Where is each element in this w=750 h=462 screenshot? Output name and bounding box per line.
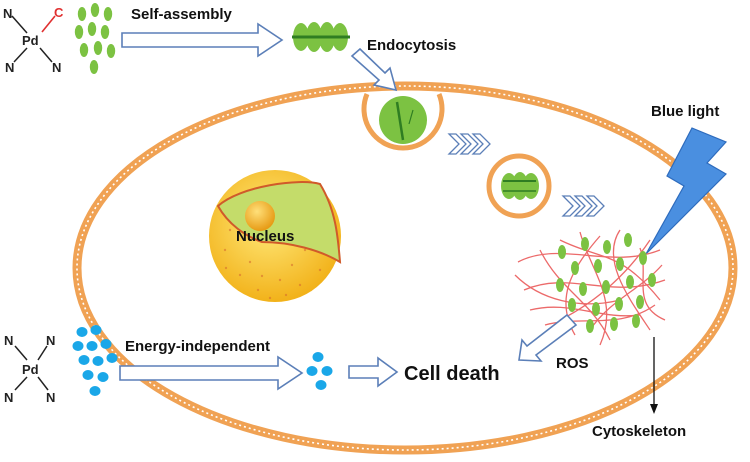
complex-bottom-n2: N (46, 333, 55, 348)
cytoskeleton-label: Cytoskeleton (592, 423, 686, 440)
energy-independent-arrow (119, 355, 304, 391)
complex-top-n1: N (3, 6, 12, 21)
self-assembly-label: Self-assembly (131, 6, 233, 23)
ros-label: ROS (556, 355, 589, 372)
self-assembly-arrow (121, 22, 284, 58)
assembled-bundle (292, 22, 350, 52)
complex-bottom-pd: Pd (22, 362, 39, 377)
cell-death-arrow (348, 356, 399, 388)
pd-n4-complex: N N Pd N N (4, 333, 55, 405)
nucleus: Nucleus (209, 170, 342, 302)
complex-bottom-n1: N (4, 333, 13, 348)
nucleus-label: Nucleus (236, 228, 294, 245)
chevrons-2 (561, 195, 605, 217)
endocytic-vesicle (361, 93, 445, 151)
cytoskeleton-pointer (650, 337, 658, 414)
pd-c-complex: N Pd C N N (3, 5, 64, 75)
complex-top-n2: N (5, 60, 14, 75)
cell-death-label: Cell death (404, 363, 500, 385)
complex-top-n3: N (52, 60, 61, 75)
complex-bottom-n3: N (4, 390, 13, 405)
complex-top-c: C (54, 5, 64, 20)
endocytosis-label: Endocytosis (367, 37, 456, 54)
lightning-bolt-icon (645, 127, 728, 255)
endocytosis-arrow (350, 47, 398, 92)
complex-top-pd: Pd (22, 33, 39, 48)
chevrons-1 (447, 133, 491, 155)
intracellular-vesicle (486, 153, 552, 219)
energy-independent-label: Energy-independent (125, 338, 270, 355)
cytoskeleton-particles (556, 233, 656, 333)
cell-membrane (72, 81, 738, 455)
blue-particles-cluster (72, 325, 118, 396)
ros-arrow (518, 313, 578, 362)
blue-light-label: Blue light (651, 103, 719, 120)
blue-particles-small (306, 352, 333, 390)
green-monomers (74, 3, 116, 74)
complex-bottom-n4: N (46, 390, 55, 405)
